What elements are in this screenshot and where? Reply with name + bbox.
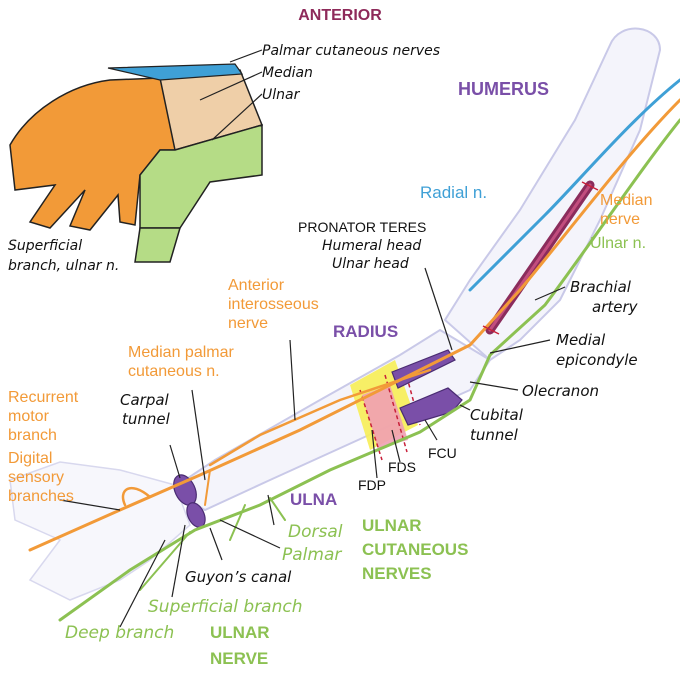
fds-label: FDS (388, 459, 416, 475)
fcu-label: FCU (428, 445, 457, 461)
median-nerve-label-1: Median (600, 192, 652, 209)
header-title: ANTERIOR (298, 7, 382, 24)
inset-median-label: Median (262, 65, 313, 81)
radius-label: RADIUS (333, 322, 398, 341)
recurrent-motor-label-2: motor (8, 408, 50, 425)
ulnar-nerve-bottom-label-2: NERVE (210, 649, 268, 668)
carpal-tunnel-label-1: Carpal (120, 391, 170, 409)
inset-superficial-label-1: Superficial (8, 238, 82, 254)
brachial-artery-label-2: artery (592, 298, 639, 316)
digital-sensory-label-1: Digital (8, 450, 52, 467)
humerus-label: HUMERUS (458, 79, 549, 99)
ulnar-nerve-label: Ulnar n. (590, 235, 646, 252)
median-palmar-cutaneous-label-1: Median palmar (128, 344, 235, 361)
olecranon-label: Olecranon (522, 382, 599, 400)
median-palmar-cutaneous-nerve (204, 469, 211, 506)
digital-sensory-label-3: branches (8, 488, 74, 505)
fcu-cubital-tunnel (399, 387, 463, 426)
humerus-bone (443, 27, 662, 362)
ulnar-cutaneous-label-1: ULNAR (362, 516, 422, 535)
anterior-interosseous-label-2: interosseous (228, 296, 319, 313)
cubital-tunnel-label-2: tunnel (470, 426, 519, 444)
ulnar-nerve (58, 118, 680, 622)
inset-ulnar-finger (134, 227, 182, 263)
fdp-label: FDP (358, 477, 386, 493)
palmar-branch-label: Palmar (282, 545, 342, 565)
hand-inset (9, 49, 264, 263)
ulna-label: ULNA (290, 490, 337, 509)
recurrent-motor-label-3: branch (8, 427, 57, 444)
superficial-branch-label: Superficial branch (148, 597, 303, 617)
inset-superficial-label-2: branch, ulnar n. (8, 258, 119, 274)
ulnar-dorsal-branch (269, 497, 286, 521)
medial-epicondyle-label-1: Medial (556, 331, 606, 349)
median-nerve-label-2: nerve (600, 211, 640, 228)
digital-sensory-label-2: sensory (8, 469, 64, 486)
inset-radial-strip (107, 63, 244, 81)
median-palmar-cutaneous-label-2: cutaneous n. (128, 363, 220, 380)
dorsal-branch-label: Dorsal (288, 522, 343, 542)
carpal-tunnel-label-2: tunnel (122, 410, 171, 428)
radial-nerve-label: Radial n. (420, 183, 487, 202)
inset-ulnar-label: Ulnar (262, 87, 301, 103)
medial-epicondyle-label-2: epicondyle (556, 351, 638, 369)
humeral-head-label: Humeral head (322, 238, 421, 254)
ulnar-cutaneous-label-3: NERVES (362, 564, 432, 583)
recurrent-motor-label-1: Recurrent (8, 389, 79, 406)
cubital-tunnel-label-1: Cubital (470, 406, 524, 424)
anterior-interosseous-label-1: Anterior (228, 277, 285, 294)
deep-branch-label: Deep branch (65, 623, 174, 643)
ulnar-head-label: Ulnar head (332, 256, 409, 272)
ulnar-palmar-branch (229, 504, 246, 541)
pronator-teres-label: PRONATOR TERES (298, 219, 426, 235)
guyons-canal-label: Guyon’s canal (185, 568, 292, 586)
recurrent-motor-branch (121, 486, 152, 507)
ulnar-nerve-bottom-label-1: ULNAR (210, 623, 270, 642)
anterior-interosseous-label-3: nerve (228, 315, 268, 332)
radial-nerve (468, 78, 680, 292)
anterior-interosseous-nerve (208, 368, 432, 467)
median-nerve (28, 98, 680, 552)
inset-palmar-cutaneous-label: Palmar cutaneous nerves (262, 43, 440, 59)
brachial-artery-label-1: Brachial (570, 278, 632, 296)
ulnar-cutaneous-label-2: CUTANEOUS (362, 540, 468, 559)
